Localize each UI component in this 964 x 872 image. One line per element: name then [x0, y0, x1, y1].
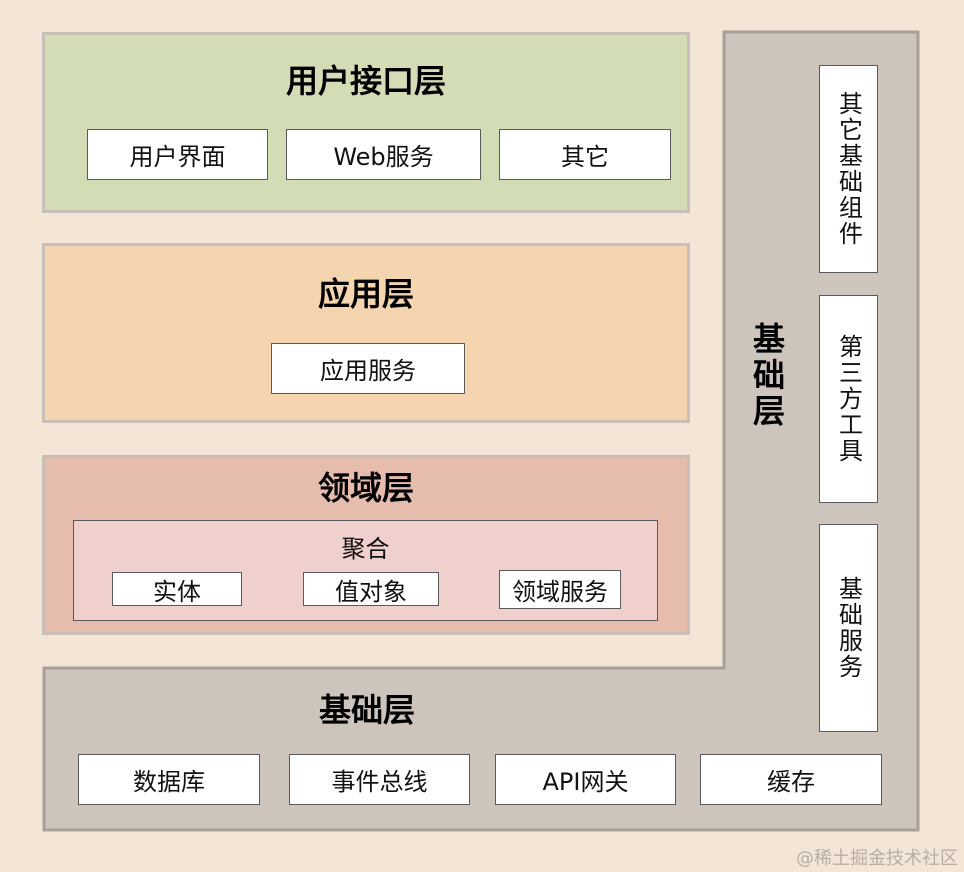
aggregate-item-domain-service: 领域服务: [499, 570, 621, 609]
infra-item-event-bus: 事件总线: [289, 754, 470, 805]
ui-item-web-service: Web服务: [286, 129, 481, 180]
infra-side-item-third-party-tools: 第三方工具: [819, 295, 878, 503]
infra-side-item-basic-services: 基础服务: [819, 524, 878, 732]
ui-item-user-interface: 用户界面: [87, 129, 268, 180]
aggregate-label: 聚合: [341, 535, 390, 563]
ui-item-other: 其它: [499, 129, 671, 180]
aggregate-item-value-object: 值对象: [303, 572, 439, 606]
watermark: @稀土掘金技术社区: [796, 848, 958, 869]
user-interface-layer-title: 用户接口层: [285, 62, 446, 100]
infrastructure-layer-title: 基础层: [318, 691, 415, 729]
infra-item-cache: 缓存: [700, 754, 882, 805]
application-layer-title: 应用层: [317, 275, 414, 313]
aggregate-item-entity: 实体: [112, 572, 242, 606]
application-layer: 应用层: [42, 243, 690, 423]
domain-layer-title: 领域层: [317, 469, 414, 507]
user-interface-layer: 用户接口层: [42, 32, 690, 213]
infra-item-api-gateway: API网关: [495, 754, 676, 805]
app-item-application-service: 应用服务: [271, 343, 465, 394]
infra-item-database: 数据库: [78, 754, 260, 805]
infra-side-item-other-components: 其它基础组件: [819, 65, 878, 273]
infrastructure-layer-vertical-title: 基础层: [748, 322, 786, 430]
